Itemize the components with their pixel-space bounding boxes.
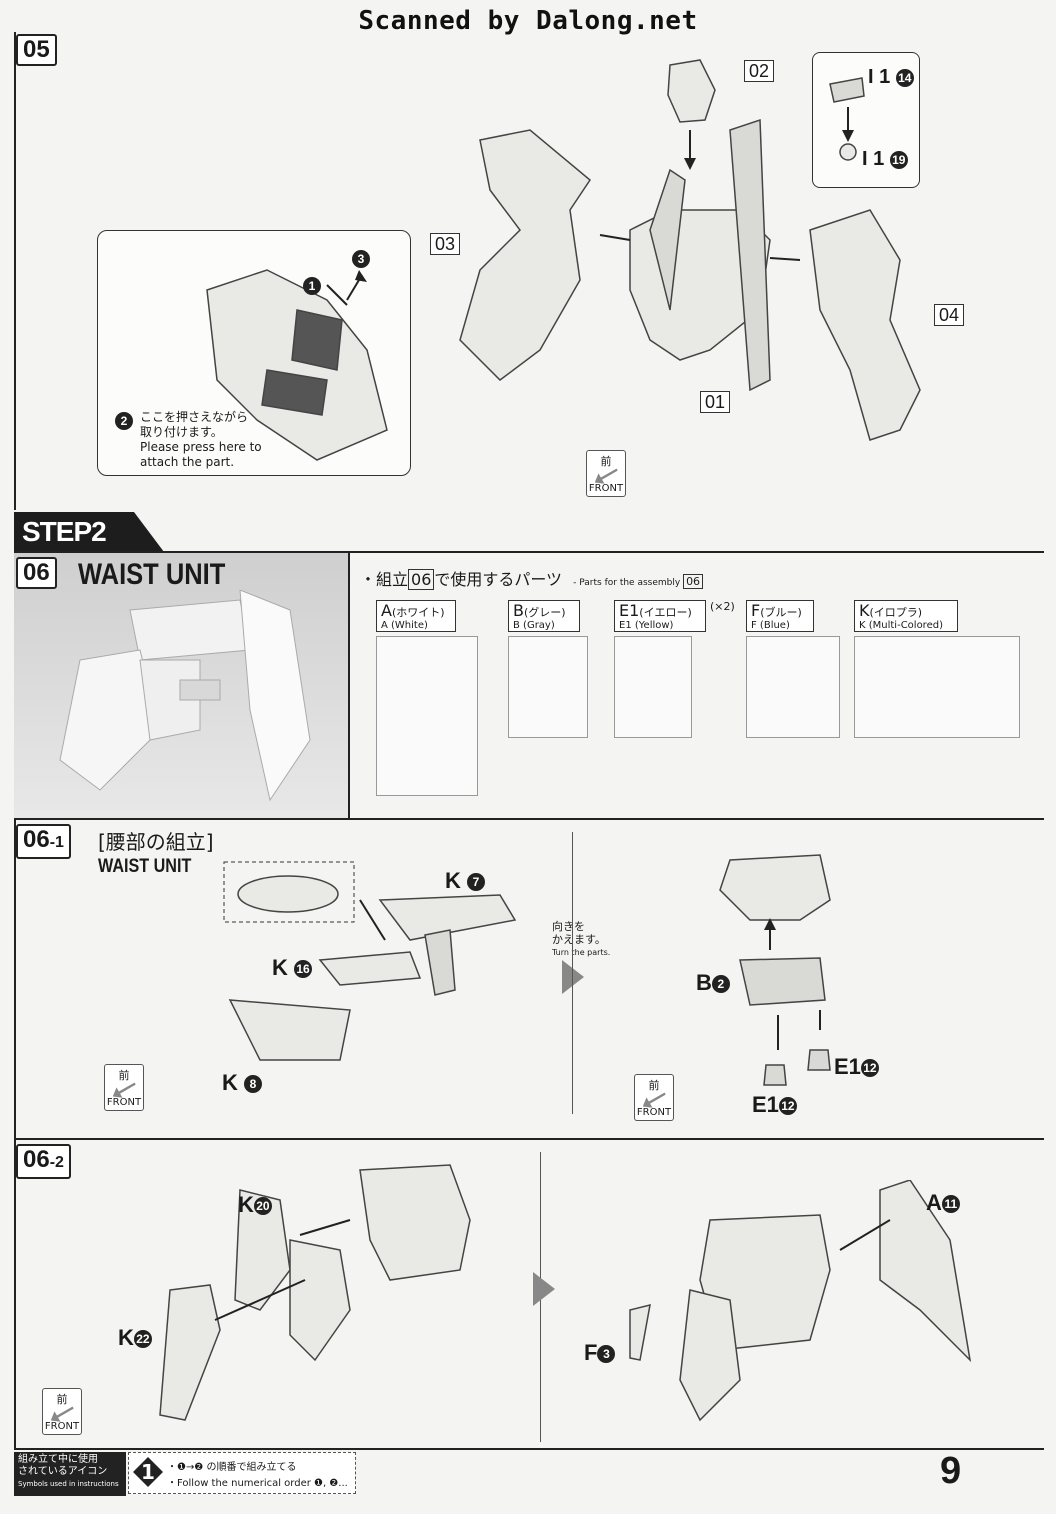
runner-K-en: K (Multi-Colored) [859,620,943,631]
runner-K-code: K [859,601,870,620]
runner-A: A(ホワイト) A (White) [376,600,478,796]
inset-note-en-2: attach the part. [140,455,235,469]
step05-assembly-drawing [459,59,921,441]
turn-arrow-icon [562,960,584,994]
step05-inset-drawing [206,269,388,461]
front-indicator: 前 FRONT [586,450,626,497]
watermark: Scanned by Dalong.net [358,6,698,36]
runner-B: B(グレー) B (Gray) [508,600,588,738]
runner-A-tree [376,636,478,796]
front-indicator-06-2: 前 FRONT [42,1388,82,1435]
label-k8: K 8 [222,1070,263,1096]
label-i1-19: I 1 19 [862,148,908,171]
part-tag-03: 03 [430,233,461,255]
page-number: 9 [940,1450,962,1492]
runner-E1: E1(イエロー) E1 (Yellow) (×2) [614,600,735,738]
step06-2-frame [14,1140,16,1448]
front-indicator-06-1: 前 FRONT [104,1064,144,1111]
step06-1-frame [14,820,16,1138]
step06-2-bottom-rule [14,1448,1044,1450]
step05-number: 05 [16,34,57,66]
front-label: FRONT [588,483,624,494]
waist-preview-image [59,590,311,802]
step05-panel [14,32,1044,510]
part-tag-02: 02 [744,60,775,82]
runner-A-en: A (White) [381,620,428,631]
runner-B-tree [508,636,588,738]
inset-note-jp-1: ここを押さえながら [140,410,249,424]
parts-heading-post: で使用するパーツ [434,570,563,589]
runner-B-code: B [513,601,524,620]
runner-B-en: B (Gray) [513,620,555,631]
inset-note: ここを押さえながら 取り付けます。 Please press here to a… [140,410,262,470]
part-tag-01: 01 [700,391,731,413]
parts-heading-en: - Parts for the assembly 06 [573,574,704,589]
step06-2-number: 06-2 [16,1144,71,1179]
runner-F-code: F [751,601,761,620]
turn-note: 向きを かえます。 Turn the parts. [552,920,611,957]
runner-F-jp: (ブルー) [760,606,802,619]
order-legend: 1 ・❶→❷ の順番で組み立てる ・Follow the numerical o… [128,1452,356,1494]
runner-K: K(イロプラ) K (Multi-Colored) [854,600,1020,738]
runner-E1-tree [614,636,692,738]
step2-rule [14,551,1044,553]
step06-2-drawing-left [159,1164,471,1421]
step06-1-number: 06-1 [16,824,71,859]
order-badge-1: 1 [303,275,321,295]
step2-banner-text: STEP2 [22,516,107,547]
runner-E1-code: E1 [619,601,640,620]
step06-1-drawing-left [223,861,517,1061]
runner-B-jp: (グレー) [523,606,566,619]
runner-F-en: F (Blue) [751,620,790,631]
runner-K-tree [854,636,1020,738]
order-badge-3: 3 [352,248,370,268]
runner-A-jp: (ホワイト) [391,606,445,619]
label-i1-14: I 1 14 [868,66,914,89]
parts-heading-num: 06 [408,569,435,590]
label-k16: K 16 [272,955,313,981]
part-tag-04: 04 [934,304,965,326]
step06-1-title-jp: [腰部の組立] [98,830,214,854]
step06-number: 06 [16,557,57,589]
step06-1-divider [572,832,573,1114]
parts-heading-pre: ・組立 [360,570,409,589]
front-kanji: 前 [600,455,612,468]
step06-1-bottom-rule [14,1138,1044,1140]
icon-legend-label: 組み立て中に使用 されているアイコン Symbols used in instr… [14,1452,126,1496]
order-legend-jp: ・❶→❷ の順番で組み立てる [167,1462,297,1473]
inset-note-en-1: Please press here to [140,440,262,454]
order-legend-en: ・Follow the numerical order ❶, ❷... [167,1478,348,1489]
continue-arrow-icon [533,1272,555,1306]
inset-note-jp-2: 取り付けます。 [140,425,223,439]
step06-1-drawing-right [719,854,831,1086]
step2-banner [14,512,164,552]
runner-E1-mult: (×2) [710,600,735,613]
cap-detail-drawing [829,77,865,161]
runner-E1-jp: (イエロー) [639,606,692,619]
step06-1-title-en: WAIST UNIT [98,856,192,877]
runner-F-tree [746,636,840,738]
runner-K-jp: (イロプラ) [869,606,923,619]
step2-bottom-rule [14,818,1044,820]
runner-F: F(ブルー) F (Blue) [746,600,840,738]
step06-2-drawing-right [629,1180,972,1422]
front-indicator-06-1-right: 前 FRONT [634,1074,674,1121]
order-badge-2: 2 [115,410,133,430]
label-k7: K 7 [445,868,486,894]
runner-E1-en: E1 (Yellow) [619,620,674,631]
waist-unit-title: WAIST UNIT [78,558,226,591]
order-legend-icon: 1 [133,1457,163,1487]
runner-A-code: A [381,601,392,620]
